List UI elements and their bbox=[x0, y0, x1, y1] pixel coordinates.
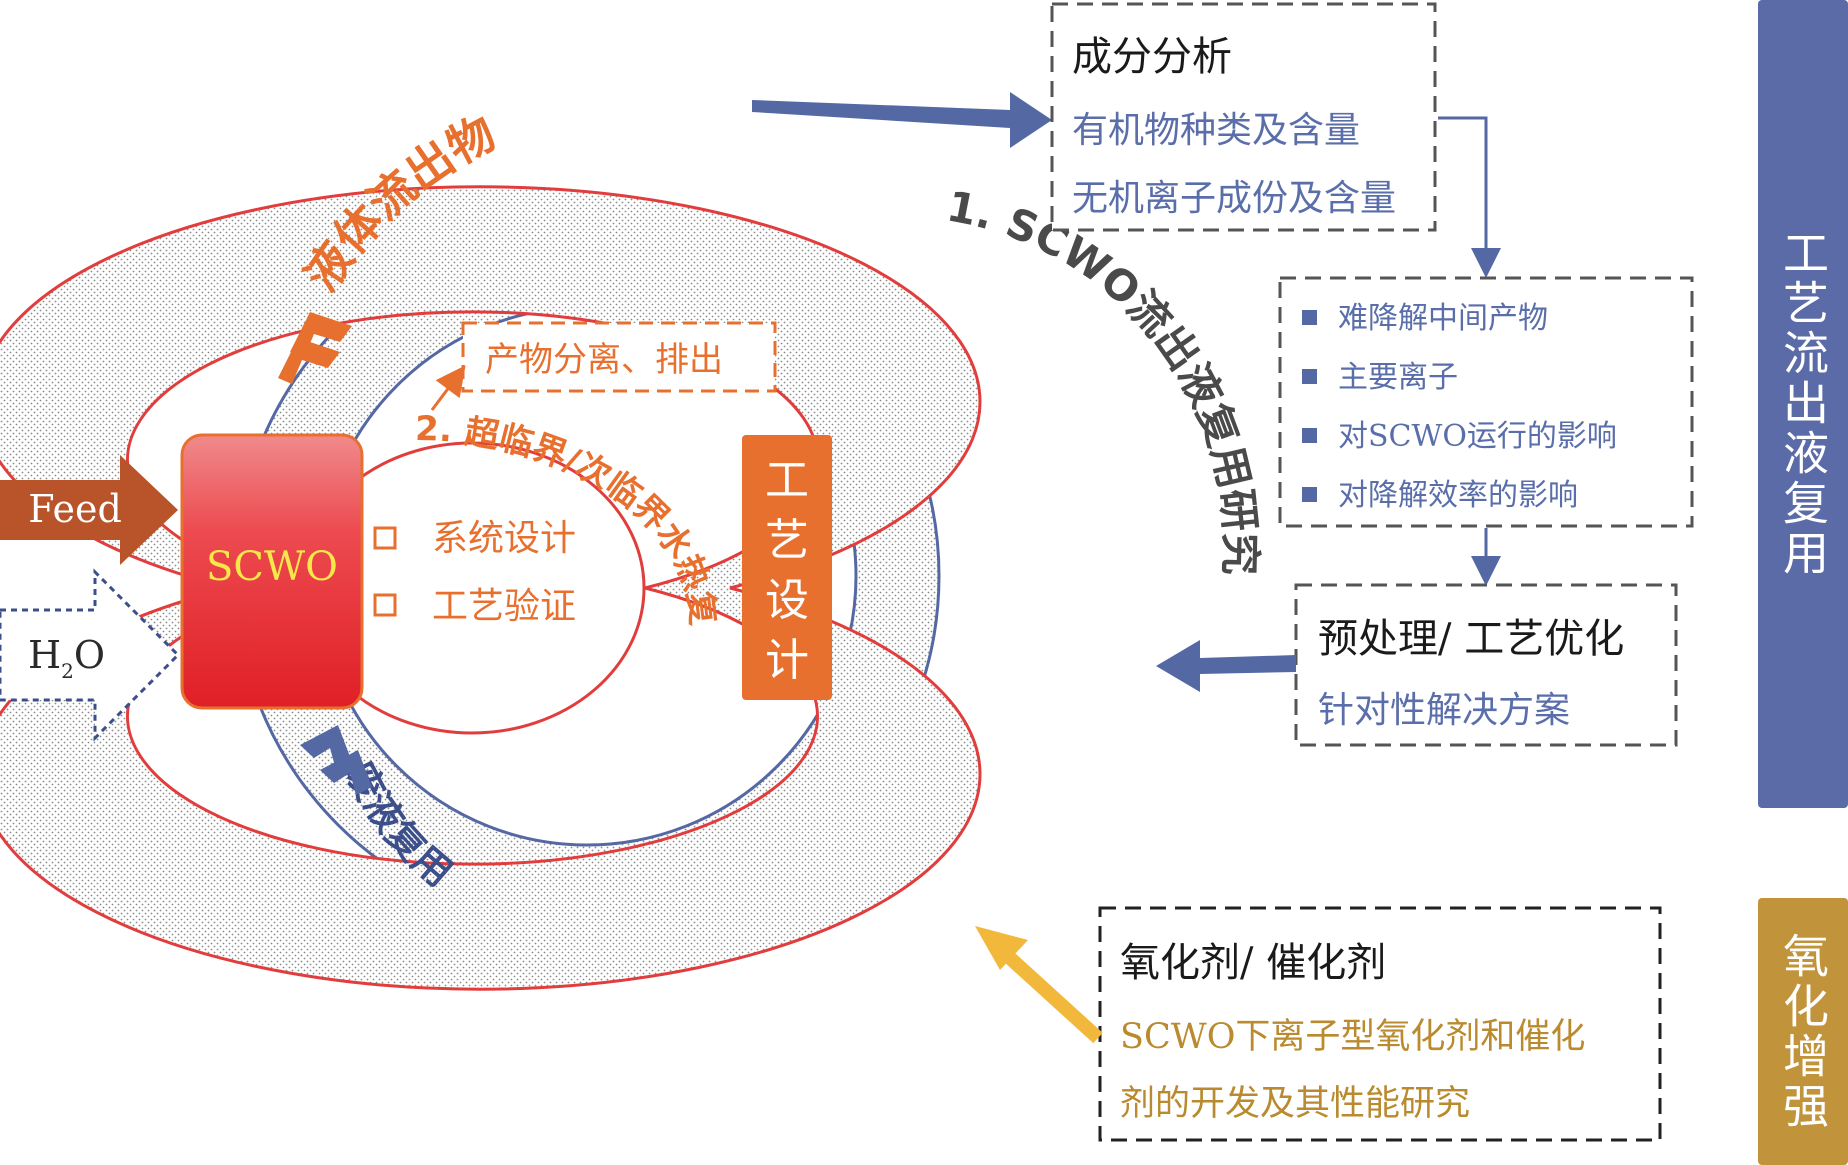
impact-item: 对降解效率的影响 bbox=[1338, 478, 1578, 513]
oxidant-line: SCWO下离子型氧化剂和催化 bbox=[1120, 1017, 1585, 1057]
analysis-title: 成分分析 bbox=[1072, 34, 1232, 80]
analysis-line: 有机物种类及含量 bbox=[1072, 110, 1360, 151]
oxidant-line: 剂的开发及其性能研究 bbox=[1120, 1084, 1470, 1124]
feed-arrow: Feed bbox=[0, 455, 178, 565]
product-arrow bbox=[430, 365, 466, 411]
inner-loop-items: 系统设计 工艺验证 bbox=[373, 518, 576, 627]
flow-chevron-up-icon bbox=[278, 312, 352, 384]
bullet-square-icon bbox=[1302, 487, 1317, 502]
pretreat-title: 预处理/ 工艺优化 bbox=[1318, 616, 1624, 662]
h2o-label: H2O bbox=[28, 633, 105, 683]
pretreat-line: 针对性解决方案 bbox=[1318, 690, 1570, 731]
bullet-square-icon bbox=[1302, 428, 1317, 443]
process-design-box: 工艺设计 bbox=[742, 435, 832, 700]
sidebar-oxidation-enhance-label: 氧化增强 bbox=[1776, 931, 1830, 1132]
impact-item: 难降解中间产物 bbox=[1338, 301, 1548, 336]
sidebar-effluent-reuse: 工艺流出液复用 bbox=[1758, 0, 1848, 808]
analysis-line: 无机离子成份及含量 bbox=[1072, 178, 1396, 219]
checkbox-icon bbox=[373, 593, 397, 617]
pretreat-box: 预处理/ 工艺优化 针对性解决方案 bbox=[1294, 583, 1678, 747]
impact-item: 主要离子 bbox=[1338, 360, 1458, 395]
inner-loop-item: 系统设计 bbox=[432, 518, 576, 559]
sidebar-effluent-reuse-label: 工艺流出液复用 bbox=[1776, 229, 1830, 579]
to-analysis-arrow bbox=[752, 92, 1052, 148]
flow-chevron-back-icon bbox=[300, 725, 372, 795]
h2o-arrow: H2O bbox=[0, 568, 181, 742]
checkbox-icon bbox=[373, 526, 397, 550]
scwo-reactor: SCWO bbox=[180, 433, 364, 710]
oxidant-arrow bbox=[975, 926, 1103, 1044]
outer-ring-right-label: 1. SCWO流出液复用研究 bbox=[943, 181, 1265, 575]
impact-item: 对SCWO运行的影响 bbox=[1338, 419, 1617, 454]
feed-label: Feed bbox=[28, 487, 122, 531]
product-box: 产物分离、排出 bbox=[461, 321, 777, 393]
sidebar-oxidation-enhance: 氧化增强 bbox=[1758, 898, 1848, 1165]
impact-box: 难降解中间产物 主要离子 对SCWO运行的影响 对降解效率的影响 bbox=[1278, 276, 1694, 528]
product-box-label: 产物分离、排出 bbox=[485, 340, 723, 380]
bullet-square-icon bbox=[1302, 310, 1317, 325]
reactor-label: SCWO bbox=[206, 544, 338, 590]
analysis-box: 成分分析 有机物种类及含量 无机离子成份及含量 bbox=[1050, 2, 1437, 232]
pretreat-to-ring-arrow bbox=[1156, 640, 1296, 692]
analysis-to-impact-connector bbox=[1438, 116, 1501, 278]
oxidant-title: 氧化剂/ 催化剂 bbox=[1120, 940, 1386, 986]
oxidant-box: 氧化剂/ 催化剂 SCWO下离子型氧化剂和催化 剂的开发及其性能研究 bbox=[1098, 906, 1662, 1142]
process-design-label: 工艺设计 bbox=[765, 455, 809, 686]
bullet-square-icon bbox=[1302, 369, 1317, 384]
inner-loop-item: 工艺验证 bbox=[432, 586, 576, 627]
